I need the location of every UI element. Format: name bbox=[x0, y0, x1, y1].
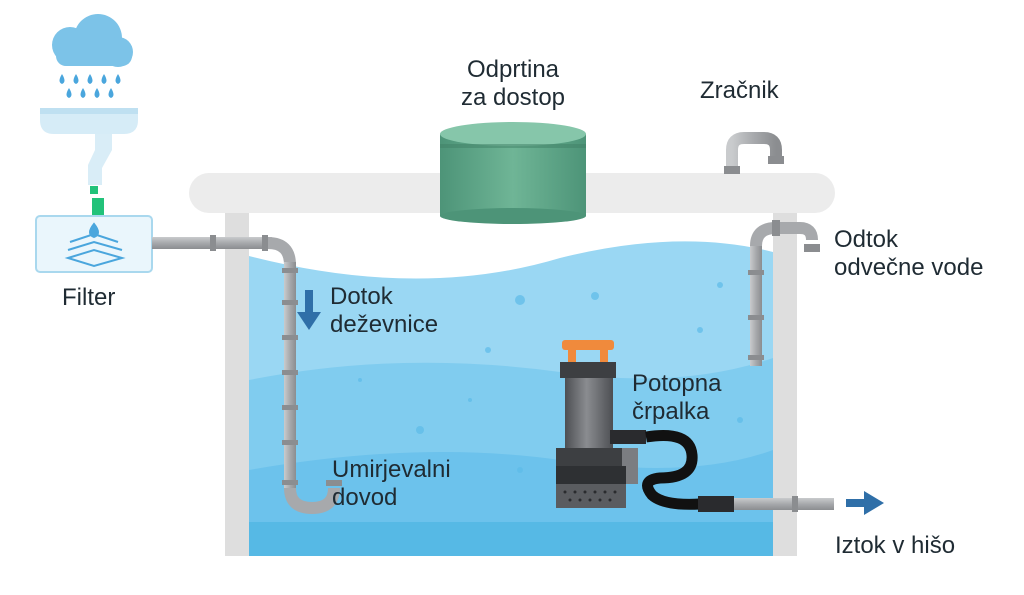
arrow-right-icon bbox=[846, 491, 884, 515]
pump-handle bbox=[562, 340, 614, 350]
outlet-pipe bbox=[698, 496, 834, 512]
gutter bbox=[40, 108, 138, 216]
overflow-pipe bbox=[748, 220, 820, 366]
label-pump: Potopna črpalka bbox=[632, 370, 722, 425]
label-calming-inlet: Umirjevalni dovod bbox=[332, 456, 451, 511]
filter-box bbox=[35, 215, 153, 273]
rain-cloud-icon bbox=[52, 14, 133, 98]
inlet-pipe bbox=[152, 235, 342, 515]
filter-icon bbox=[64, 222, 126, 268]
label-vent: Zračnik bbox=[700, 77, 779, 104]
vent-pipe bbox=[724, 132, 784, 174]
label-filter: Filter bbox=[62, 284, 116, 311]
access-hatch bbox=[440, 122, 586, 224]
label-inflow: Dotok deževnice bbox=[330, 283, 439, 338]
pump-hose bbox=[642, 430, 701, 510]
submersible-pump bbox=[556, 340, 646, 508]
label-access-hatch: Odprtina za dostop bbox=[460, 56, 566, 111]
label-overflow: Odtok odvečne vode bbox=[834, 226, 984, 281]
water bbox=[249, 241, 773, 557]
label-outflow: Iztok v hišo bbox=[835, 532, 956, 559]
arrow-down-icon bbox=[297, 290, 321, 330]
tank-wall-left bbox=[225, 200, 249, 556]
